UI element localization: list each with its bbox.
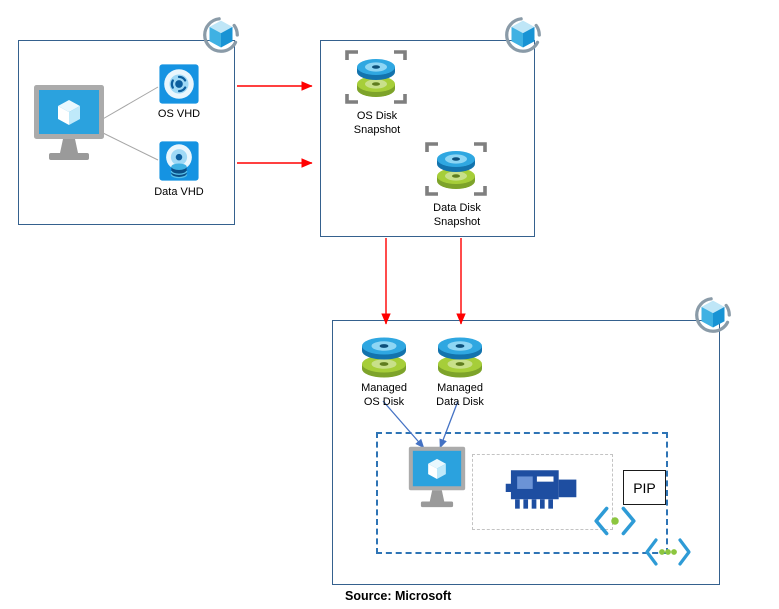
pip-label: PIP <box>633 479 656 496</box>
managed-disk-icon <box>432 334 488 380</box>
nic-dashed-box <box>472 454 613 530</box>
disk-snapshot-icon <box>344 48 408 106</box>
data-disk-snapshot-label: Data Disk Snapshot <box>433 202 481 229</box>
data-vhd-disk-icon <box>158 140 200 182</box>
managed-disk-icon <box>356 334 412 380</box>
disk-snapshot-icon <box>424 140 488 198</box>
network-interface-card-icon <box>498 464 582 518</box>
data-vhd-label: Data VHD <box>154 186 204 198</box>
managed-data-disk-label: Managed Data Disk <box>436 382 484 409</box>
pip-box: PIP <box>623 470 666 505</box>
virtual-machine-monitor-icon <box>408 446 466 512</box>
os-vhd-disk-icon <box>158 63 200 105</box>
source-note: Source: Microsoft <box>345 589 452 603</box>
azure-cube-icon <box>198 12 244 58</box>
azure-cube-icon <box>500 12 546 58</box>
os-vhd-label: OS VHD <box>157 108 201 120</box>
virtual-network-chevron-icon <box>644 536 692 568</box>
managed-disk-box <box>332 320 720 585</box>
managed-os-disk-label: Managed OS Disk <box>361 382 407 409</box>
endpoint-chevron-icon <box>592 504 638 538</box>
source-vm-box <box>18 40 235 225</box>
snapshot-box <box>320 40 535 237</box>
azure-cube-icon <box>690 292 736 338</box>
virtual-machine-monitor-icon <box>33 84 105 166</box>
os-disk-snapshot-label: OS Disk Snapshot <box>353 110 401 137</box>
vm-subnet-dashed-box <box>376 432 668 554</box>
